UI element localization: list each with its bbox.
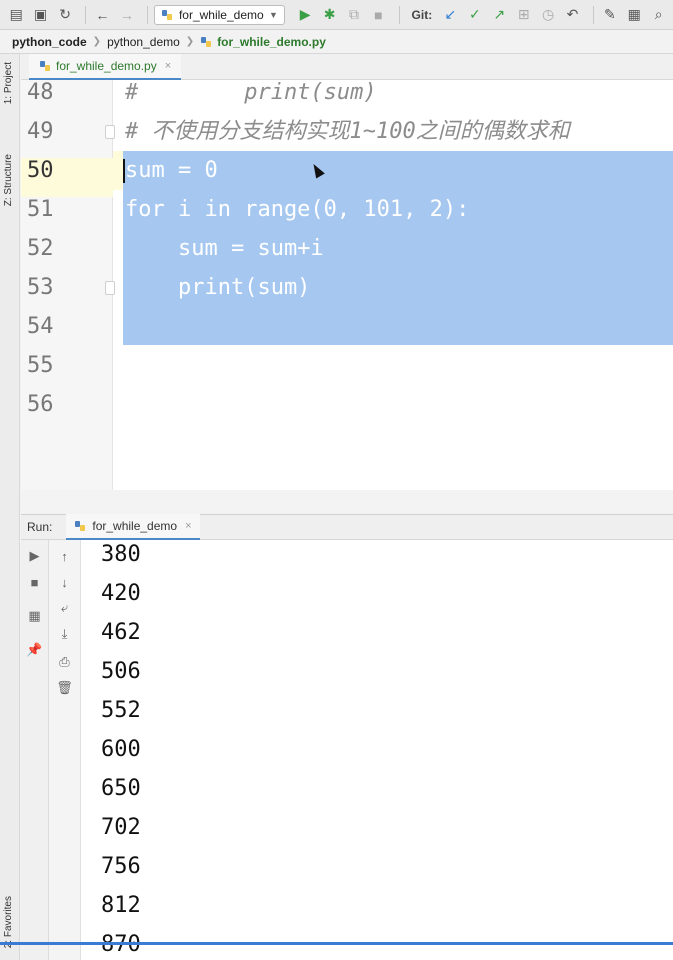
python-file-icon: [201, 36, 212, 47]
run-configuration-label: for_while_demo: [178, 7, 264, 22]
run-tab-label: for_while_demo: [92, 519, 178, 533]
breadcrumb: python_code ❯ python_demo ❯ for_while_de…: [0, 30, 673, 54]
close-icon[interactable]: ×: [164, 60, 172, 72]
folder-open-icon[interactable]: ▤: [9, 6, 23, 22]
revert-icon[interactable]: ↶: [566, 6, 579, 22]
console-line: 506: [101, 659, 141, 684]
fold-marker-icon[interactable]: [105, 281, 115, 295]
scroll-to-end-icon[interactable]: ⤓: [61, 626, 68, 641]
favorites-tool-tab[interactable]: 2: Favorites: [3, 896, 14, 949]
run-tab-for-while-demo[interactable]: for_while_demo ×: [66, 514, 200, 540]
current-line-highlight: [113, 151, 123, 190]
text-selection: [123, 151, 673, 345]
code-editor[interactable]: 48 49 50 51 52 53 54 55 56 # print(sum) …: [21, 80, 673, 490]
editor-tab-label: for_while_demo.py: [56, 59, 157, 73]
rerun-icon[interactable]: ▶: [29, 548, 40, 563]
line-number: 51: [27, 197, 54, 222]
save-icon[interactable]: ▣: [34, 6, 48, 22]
stop-icon[interactable]: ■: [374, 6, 383, 23]
git-label: Git:: [411, 7, 433, 22]
python-file-icon: [40, 61, 50, 71]
forward-arrow-icon[interactable]: →: [119, 6, 134, 23]
editor-tab-for-while-demo[interactable]: for_while_demo.py ×: [29, 54, 182, 80]
fold-marker-icon[interactable]: [105, 125, 115, 139]
tool-window-strip: 1: Project Z: Structure 2: Favorites: [0, 54, 20, 960]
console-output[interactable]: 380 420 462 506 552 600 650 702 756 812 …: [81, 540, 673, 960]
toolbar-divider: [398, 5, 400, 24]
console-line: 650: [101, 776, 141, 801]
code-line: print(sum): [125, 275, 311, 300]
stop-icon[interactable]: ■: [30, 574, 39, 590]
editor-tab-bar: for_while_demo.py ×: [21, 54, 673, 80]
code-line: for i in range(0, 101, 2):: [125, 197, 470, 222]
breadcrumb-file[interactable]: for_while_demo.py: [200, 35, 326, 49]
trash-icon[interactable]: 🗑: [56, 680, 73, 695]
python-file-icon: [161, 9, 172, 20]
search-icon[interactable]: ⌕: [654, 6, 663, 22]
line-number: 53: [27, 275, 54, 300]
line-number-current: 50: [21, 158, 113, 197]
structure-tool-tab[interactable]: Z: Structure: [3, 154, 14, 207]
code-line: sum = sum+i: [125, 236, 324, 261]
arrow-down-icon[interactable]: ↓: [61, 574, 68, 590]
toolbar-divider: [592, 5, 594, 24]
line-number: 49: [27, 119, 54, 144]
console-line: 600: [101, 737, 141, 762]
breadcrumb-separator-icon: ❯: [185, 36, 195, 47]
git-compare-icon[interactable]: ⊞: [517, 6, 530, 22]
text-caret: [123, 159, 125, 183]
console-line: 702: [101, 815, 141, 840]
close-icon[interactable]: ×: [185, 520, 192, 532]
console-line: 462: [101, 620, 141, 645]
console-line: 870: [101, 932, 141, 958]
git-update-icon[interactable]: ↙: [444, 6, 457, 22]
line-number: 48: [27, 80, 54, 105]
run-panel-header: Run: for_while_demo ×: [21, 514, 673, 540]
main-toolbar: ▤ ▣ ↻ ← → for_while_demo ▼ ▶ ✱ ⧉ ■ Git: …: [0, 0, 673, 30]
console-line: 420: [101, 581, 141, 606]
line-number-gutter: 48 49 50 51 52 53 54 55 56: [21, 80, 115, 490]
code-line: sum = 0: [125, 158, 218, 183]
back-arrow-icon[interactable]: ←: [95, 6, 110, 23]
toolbar-divider: [147, 5, 148, 24]
run-panel-title: Run:: [27, 520, 53, 534]
python-file-icon: [75, 521, 86, 531]
chevron-down-icon: ▼: [269, 9, 278, 20]
toolbar-divider: [85, 5, 87, 24]
breadcrumb-separator-icon: ❯: [92, 36, 102, 47]
console-line: 756: [101, 854, 141, 879]
soft-wrap-icon[interactable]: ⤶: [60, 600, 69, 615]
line-number: 55: [27, 353, 54, 378]
breadcrumb-folder[interactable]: python_demo: [107, 34, 180, 49]
layout-icon[interactable]: ▦: [28, 608, 41, 623]
project-structure-icon[interactable]: ▦: [627, 6, 641, 22]
code-line: # print(sum): [125, 80, 377, 105]
console-line: 812: [101, 893, 141, 918]
run-icon[interactable]: ▶: [299, 6, 311, 22]
line-number: 54: [27, 314, 54, 339]
run-toolbar-primary: ▶ ■ ▦ 📌: [21, 540, 49, 960]
status-accent-bar: [0, 942, 673, 945]
arrow-up-icon[interactable]: ↑: [61, 548, 68, 564]
history-clock-icon[interactable]: ◷: [541, 6, 555, 22]
run-configuration-select[interactable]: for_while_demo ▼: [153, 4, 285, 25]
line-number: 52: [27, 236, 54, 261]
wrench-settings-icon[interactable]: ✎: [604, 6, 616, 22]
pin-icon[interactable]: 📌: [26, 642, 43, 657]
git-push-icon[interactable]: ↗: [493, 6, 506, 22]
debug-bug-icon[interactable]: ✱: [323, 6, 336, 22]
breadcrumb-project[interactable]: python_code: [12, 34, 87, 49]
sync-icon[interactable]: ↻: [59, 6, 71, 22]
code-line: # 不使用分支结构实现1~100之间的偶数求和: [125, 119, 570, 144]
line-number: 56: [27, 392, 54, 417]
breadcrumb-file-label: for_while_demo.py: [217, 34, 326, 49]
run-toolbar-secondary: ↑ ↓ ⤶ ⤓ ⎙ 🗑: [49, 540, 81, 960]
coverage-icon[interactable]: ⧉: [348, 6, 359, 22]
console-line: 380: [101, 542, 141, 567]
git-commit-icon[interactable]: ✓: [468, 6, 481, 22]
console-line: 552: [101, 698, 141, 723]
project-tool-tab[interactable]: 1: Project: [3, 62, 14, 105]
print-icon[interactable]: ⎙: [59, 654, 70, 669]
